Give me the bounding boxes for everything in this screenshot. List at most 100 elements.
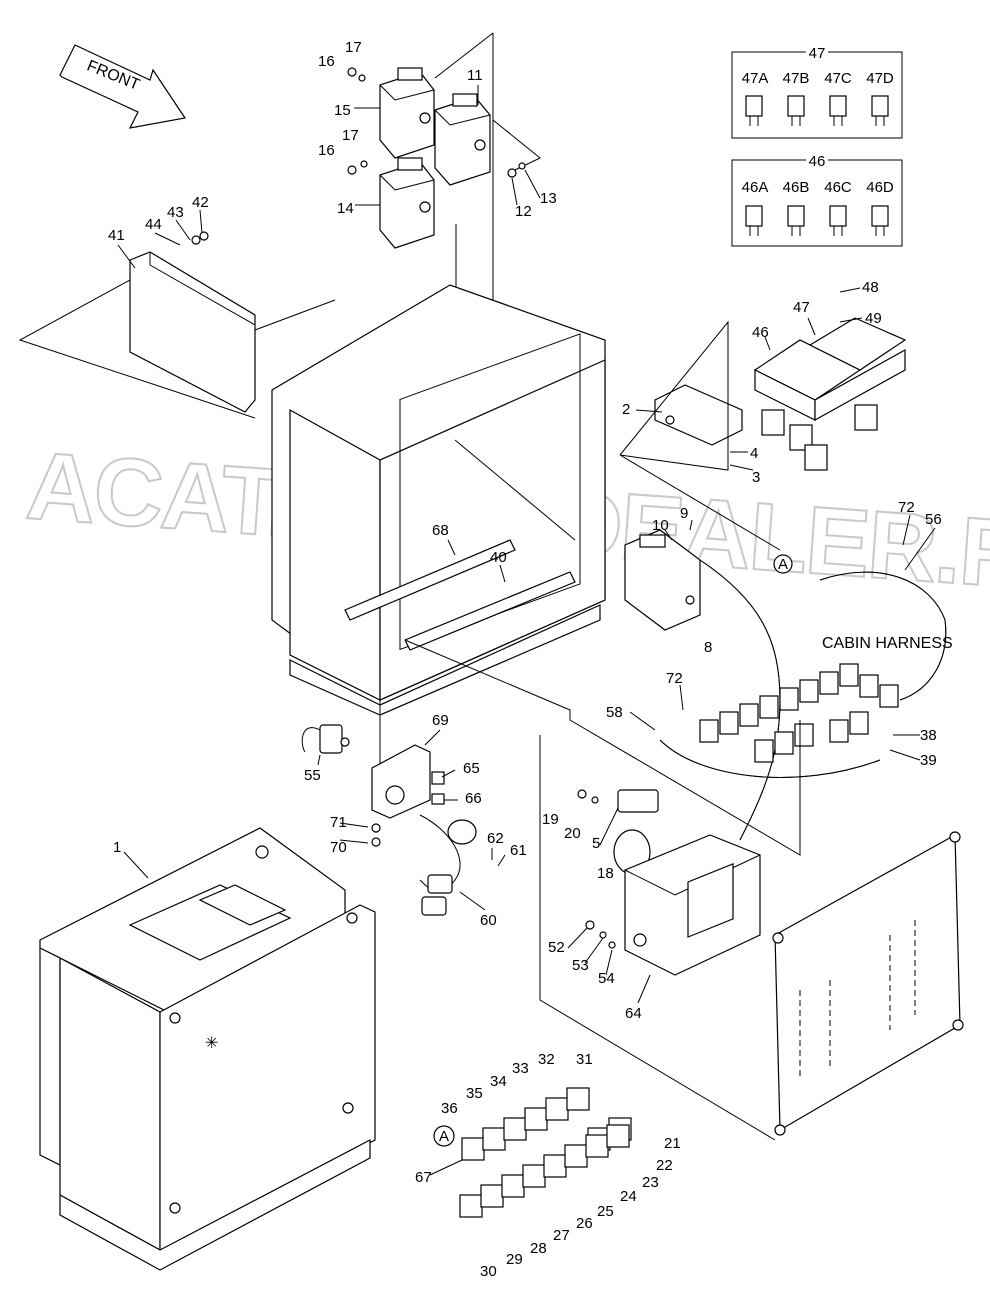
bolt-16-upper bbox=[347, 67, 357, 77]
callout-10: 10 bbox=[652, 517, 669, 534]
fuse-legend-46: 46 46A 46B 46C 46D bbox=[731, 152, 903, 247]
washer-17-upper bbox=[358, 74, 366, 82]
callout-64: 64 bbox=[625, 1005, 642, 1022]
callout-72-upper: 72 bbox=[898, 499, 915, 516]
relay-strip-68 bbox=[344, 539, 516, 621]
relay-14 bbox=[379, 157, 435, 249]
fuse-box-47-title: 47 bbox=[809, 45, 826, 62]
module-10 bbox=[624, 529, 701, 631]
callout-8: 8 bbox=[704, 639, 712, 656]
callout-58: 58 bbox=[606, 704, 623, 721]
callout-69: 69 bbox=[432, 712, 449, 729]
fuse-47a-icon bbox=[745, 95, 763, 126]
relay-row-bottom bbox=[459, 1124, 630, 1218]
washer-20 bbox=[591, 796, 599, 804]
callout-41: 41 bbox=[108, 227, 125, 244]
callout-30: 30 bbox=[480, 1263, 497, 1280]
callout-1: 1 bbox=[113, 839, 121, 856]
callout-25: 25 bbox=[597, 1203, 614, 1220]
callout-2: 2 bbox=[622, 401, 630, 418]
fuse-46b-icon bbox=[787, 205, 805, 236]
control-unit-64 bbox=[624, 834, 761, 976]
callout-17-upper: 17 bbox=[345, 39, 362, 56]
connector-marker-a-upper-label: A bbox=[778, 556, 788, 573]
fuse-47d-icon bbox=[871, 95, 889, 126]
callout-labels: 1 2 3 4 5 8 9 10 11 12 13 14 15 16 16 17… bbox=[108, 39, 942, 1280]
callout-29: 29 bbox=[506, 1251, 523, 1268]
callout-5: 5 bbox=[592, 835, 600, 852]
bolt-70 bbox=[371, 837, 381, 847]
callout-22: 22 bbox=[656, 1157, 673, 1174]
asterisk-mark-icon: ✳ bbox=[205, 1035, 218, 1052]
callout-18: 18 bbox=[597, 865, 614, 882]
bolt-52 bbox=[585, 920, 595, 930]
relay-strip-40 bbox=[404, 571, 576, 651]
callout-28: 28 bbox=[530, 1240, 547, 1257]
callout-48: 48 bbox=[862, 279, 879, 296]
switch-55 bbox=[301, 724, 350, 754]
callout-39: 39 bbox=[920, 752, 937, 769]
box-frame bbox=[271, 284, 606, 716]
callout-11: 11 bbox=[467, 67, 483, 84]
callout-9: 9 bbox=[680, 505, 688, 522]
callout-65: 65 bbox=[463, 760, 480, 777]
cabin-harness bbox=[659, 559, 947, 841]
side-panel bbox=[772, 831, 964, 1136]
callout-35: 35 bbox=[466, 1085, 483, 1102]
fuse-47b-label: 47B bbox=[783, 70, 810, 87]
callout-32: 32 bbox=[538, 1051, 555, 1068]
callout-60: 60 bbox=[480, 912, 497, 929]
callout-27: 27 bbox=[553, 1227, 570, 1244]
callout-52: 52 bbox=[548, 939, 565, 956]
callout-33: 33 bbox=[512, 1060, 529, 1077]
bolt-16-lower bbox=[347, 165, 357, 175]
callout-36: 36 bbox=[441, 1100, 458, 1117]
connector-marker-a-upper bbox=[773, 554, 793, 574]
callout-40: 40 bbox=[490, 549, 507, 566]
fuse-47c-label: 47C bbox=[824, 70, 852, 87]
callout-38: 38 bbox=[920, 727, 937, 744]
callout-42: 42 bbox=[192, 194, 209, 211]
callout-43: 43 bbox=[167, 204, 184, 221]
callout-55: 55 bbox=[304, 767, 321, 784]
callout-70: 70 bbox=[330, 839, 347, 856]
callout-12: 12 bbox=[515, 203, 532, 220]
callout-31: 31 bbox=[576, 1051, 593, 1068]
callout-46: 46 bbox=[752, 324, 769, 341]
relay-5 bbox=[617, 789, 659, 813]
controller-2 bbox=[654, 384, 743, 446]
callout-21: 21 bbox=[664, 1135, 681, 1152]
callout-16-lower: 16 bbox=[318, 142, 335, 159]
washer-17-lower bbox=[360, 160, 368, 168]
callout-17-lower: 17 bbox=[342, 127, 359, 144]
connector-marker-a-lower-label: A bbox=[439, 1128, 449, 1145]
cover-box-1: ✳ bbox=[39, 827, 376, 1271]
callout-67: 67 bbox=[415, 1169, 432, 1186]
callout-15: 15 bbox=[334, 102, 351, 119]
callout-62: 62 bbox=[487, 830, 504, 847]
fuse-box-assembly bbox=[753, 317, 907, 471]
callout-26: 26 bbox=[576, 1215, 593, 1232]
washer-71 bbox=[371, 823, 381, 833]
callout-23: 23 bbox=[642, 1174, 659, 1191]
front-arrow: FRONT bbox=[59, 44, 187, 129]
callout-24: 24 bbox=[620, 1188, 637, 1205]
callout-66: 66 bbox=[465, 790, 482, 807]
fuse-46a-label: 46A bbox=[742, 179, 769, 196]
fuse-47a-label: 47A bbox=[742, 70, 769, 87]
fuse-box-46-title: 46 bbox=[809, 153, 826, 170]
fuse-46a-icon bbox=[745, 205, 763, 236]
callout-53: 53 bbox=[572, 957, 589, 974]
callout-20: 20 bbox=[564, 825, 581, 842]
panel-41 bbox=[129, 231, 256, 413]
fuse-46d-label: 46D bbox=[866, 179, 894, 196]
cabin-harness-label: CABIN HARNESS bbox=[822, 635, 953, 652]
bolt-19 bbox=[577, 789, 587, 799]
callout-44: 44 bbox=[145, 216, 162, 233]
callout-54: 54 bbox=[598, 970, 615, 987]
fuse-47b-icon bbox=[787, 95, 805, 126]
callout-19: 19 bbox=[542, 811, 559, 828]
fuse-46b-label: 46B bbox=[783, 179, 810, 196]
bracket-69 bbox=[371, 744, 445, 819]
